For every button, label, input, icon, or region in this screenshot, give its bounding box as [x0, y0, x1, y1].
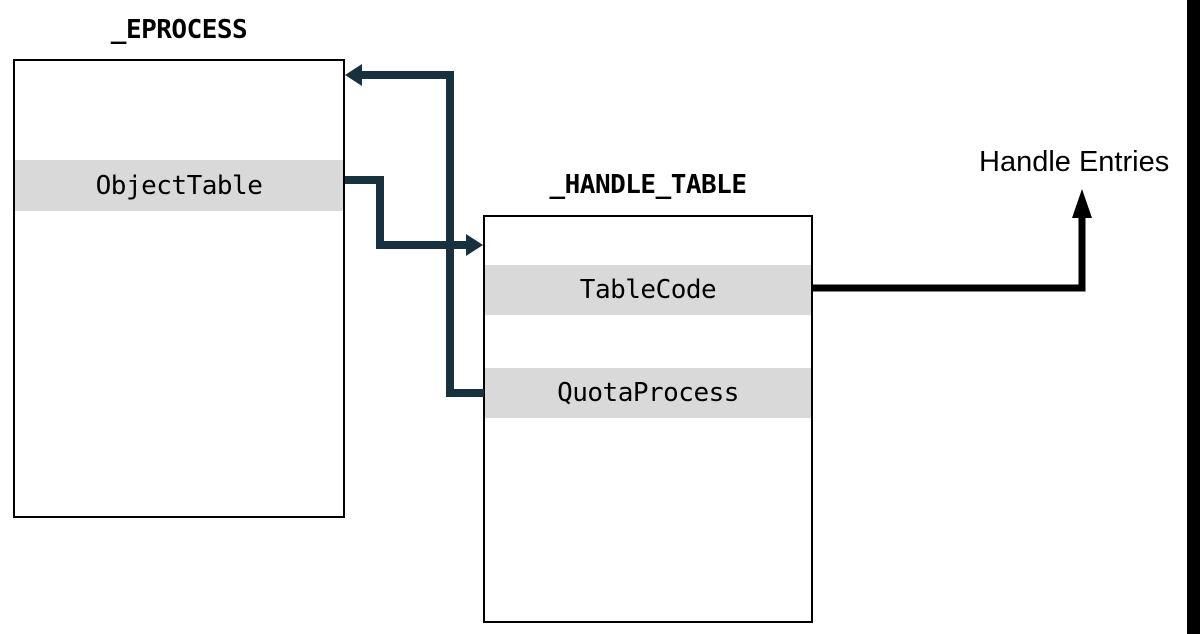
- objecttable-to-handle-table-arrow: [345, 176, 483, 256]
- handle-table-box: TableCode QuotaProcess: [483, 215, 813, 623]
- quotaprocess-to-eprocess-arrow: [345, 64, 484, 397]
- handle-entries-label: Handle Entries: [979, 146, 1170, 178]
- handle-table-field-tablecode-label: TableCode: [579, 275, 717, 305]
- eprocess-field-objecttable: ObjectTable: [15, 160, 343, 211]
- tablecode-to-handle-entries-arrow: [812, 189, 1092, 292]
- handle-table-field-quotaprocess-label: QuotaProcess: [557, 378, 739, 408]
- eprocess-box: ObjectTable: [13, 59, 345, 518]
- right-edge-bar: [1187, 0, 1200, 634]
- eprocess-title: _EPROCESS: [110, 15, 248, 45]
- eprocess-field-objecttable-label: ObjectTable: [95, 170, 263, 201]
- handle-table-field-tablecode: TableCode: [485, 265, 811, 315]
- handle-table-title: _HANDLE_TABLE: [549, 170, 748, 200]
- handle-table-field-quotaprocess: QuotaProcess: [485, 368, 811, 418]
